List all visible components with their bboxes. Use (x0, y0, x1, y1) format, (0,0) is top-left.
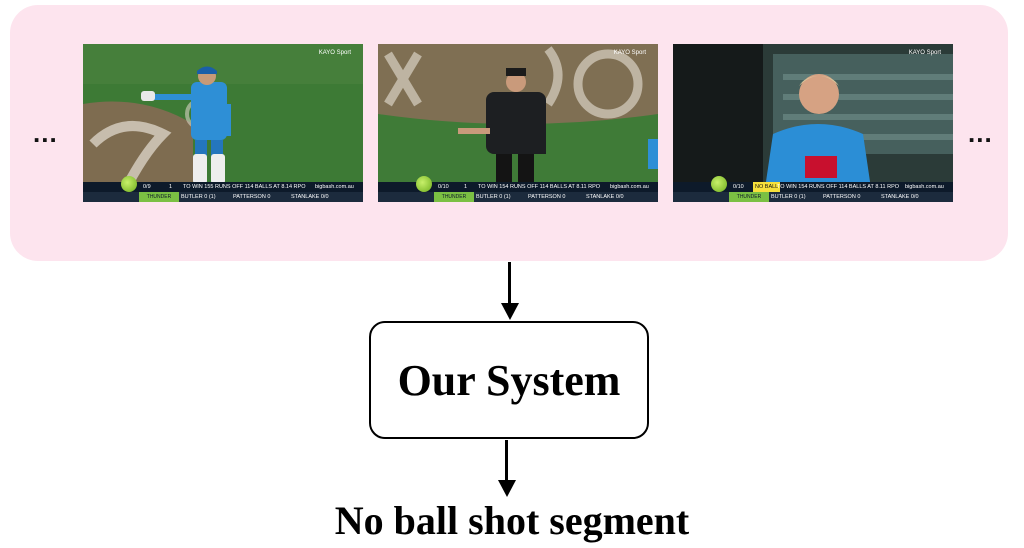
batter-two: PATTERSON 0 (528, 194, 566, 200)
team-badge-icon (121, 176, 137, 192)
output-arrow-head-icon (498, 480, 516, 497)
no-ball-tag: NO BALL (753, 182, 781, 192)
batter-two: PATTERSON 0 (823, 194, 861, 200)
output-label: No ball shot segment (334, 498, 690, 543)
team-name: THUNDER (434, 192, 474, 202)
over-text: 1 (464, 184, 468, 190)
website-text: bigbash.com.au (315, 184, 354, 190)
video-frame-bowler: KAYO Sport 0/10 NO BALL TO WIN 154 RUNS … (673, 44, 953, 202)
score-text: 0/10 (438, 184, 449, 190)
system-label: Our System (397, 355, 621, 405)
broadcaster-logo: KAYO Sport (908, 50, 941, 56)
broadcaster-logo: KAYO Sport (613, 50, 646, 56)
team-badge-icon (416, 176, 432, 192)
input-arrow-head-icon (501, 303, 519, 320)
wicketkeeper-scene (83, 44, 363, 202)
system-box: Our System (369, 321, 649, 439)
trailing-ellipsis: ... (968, 118, 993, 148)
batter-one: BUTLER 0 (1) (771, 194, 806, 200)
video-frame-umpire: KAYO Sport 0/10 1 TO WIN 154 RUNS OFF 11… (378, 44, 658, 202)
score-text: 0/10 (733, 184, 744, 190)
team-name: THUNDER (729, 192, 769, 202)
input-arrow-line (508, 262, 511, 304)
scoreboard-bar: 0/10 NO BALL TO WIN 154 RUNS OFF 114 BAL… (673, 176, 953, 202)
team-badge-icon (711, 176, 727, 192)
scoreboard-bar: 0/9 1 TO WIN 155 RUNS OFF 114 BALLS AT 8… (83, 176, 363, 202)
broadcaster-logo: KAYO Sport (318, 50, 351, 56)
bowler-figures: STANLAKE 0/0 (291, 194, 329, 200)
umpire-scene (378, 44, 658, 202)
target-text: TO WIN 155 RUNS OFF 114 BALLS AT 8.14 RP… (183, 184, 306, 190)
target-text: TO WIN 154 RUNS OFF 114 BALLS AT 8.11 RP… (478, 184, 601, 190)
batter-one: BUTLER 0 (1) (476, 194, 511, 200)
leading-ellipsis: ... (33, 118, 58, 148)
scoreboard-bar: 0/10 1 TO WIN 154 RUNS OFF 114 BALLS AT … (378, 176, 658, 202)
bowler-figures: STANLAKE 0/0 (881, 194, 919, 200)
team-name: THUNDER (139, 192, 179, 202)
score-text: 0/9 (143, 184, 151, 190)
output-arrow-line (505, 440, 508, 480)
over-text: 1 (169, 184, 173, 190)
website-text: bigbash.com.au (610, 184, 649, 190)
target-text: TO WIN 154 RUNS OFF 114 BALLS AT 8.11 RP… (777, 184, 900, 190)
batter-one: BUTLER 0 (1) (181, 194, 216, 200)
website-text: bigbash.com.au (905, 184, 944, 190)
batter-two: PATTERSON 0 (233, 194, 271, 200)
bowler-scene (673, 44, 953, 202)
video-frame-wicketkeeper: KAYO Sport 0/9 1 TO WIN 155 RUNS OFF 114… (83, 44, 363, 202)
bowler-figures: STANLAKE 0/0 (586, 194, 624, 200)
